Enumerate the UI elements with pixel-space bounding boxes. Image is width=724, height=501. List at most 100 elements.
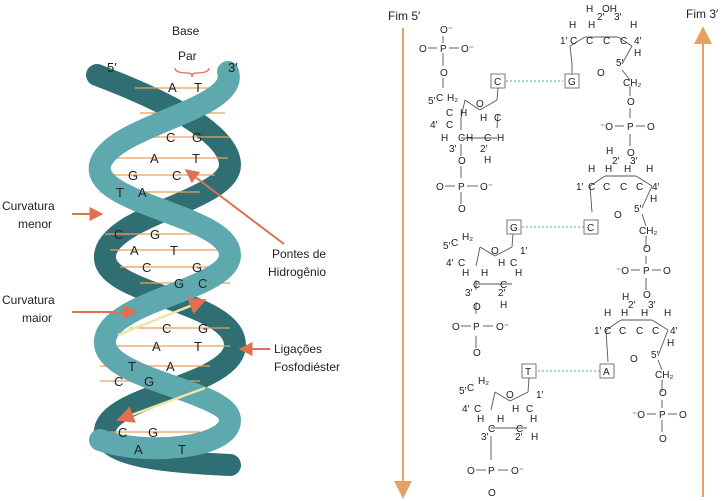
atom-o: O [436, 182, 444, 193]
pos-3: 3′ [648, 300, 656, 311]
atom-h: H [530, 414, 537, 425]
atom-o: O [488, 488, 496, 499]
atom-o: O [643, 290, 651, 301]
base-right: T [194, 80, 202, 95]
pos-2: 2′ [597, 12, 605, 23]
atom-o: O [614, 210, 622, 221]
pos-5: 5′ [651, 350, 659, 361]
base-right: G [198, 321, 208, 336]
base-left: T [116, 185, 124, 200]
pos-3: 3′ [449, 144, 457, 155]
atom-ch2: CH₂ [639, 226, 657, 237]
base-left: C [142, 260, 151, 275]
atom-c: C [586, 36, 593, 47]
pos-3: 3′ [630, 156, 638, 167]
pos-2: 2′ [498, 288, 506, 299]
helix-labels: Base Par 5′ 3′ Curvatura menor Curvatura… [2, 24, 340, 374]
atom-o: O [440, 68, 448, 79]
atom-o-minus-pre: ⁻O [600, 122, 613, 133]
base-right: T [192, 151, 200, 166]
base-right: G [192, 130, 202, 145]
atom-c: C [619, 326, 626, 337]
base-boxes: C G G C T A [490, 73, 615, 379]
atom-c: C [458, 133, 465, 144]
atom-o: O [476, 99, 484, 110]
atom-h: H [605, 164, 612, 175]
atom-ch2: CH₂ [655, 370, 673, 381]
atom-c: C [603, 182, 610, 193]
pos-1: 1′ [594, 326, 602, 337]
atom-ch2: CH₂ [623, 78, 641, 89]
atom-o-minus-pre: ⁻O [616, 266, 629, 277]
pos-5: 5′ [428, 96, 436, 107]
base-letter: A [603, 367, 610, 378]
base-left: A [152, 339, 161, 354]
hbond-links [506, 80, 600, 372]
direction-arrow-up [117, 297, 207, 337]
pos-4: 4′ [670, 326, 678, 337]
atom-o: O [627, 148, 635, 159]
atom-o: O [630, 354, 638, 365]
atom-h2: H₂ [447, 93, 458, 104]
pos-3: 3′ [614, 12, 622, 23]
atom-p: P [643, 266, 650, 277]
hbonds-label: Pontes de [272, 247, 326, 261]
atom-c: C [620, 182, 627, 193]
atom-h: H [641, 308, 648, 319]
atom-c: C [620, 36, 627, 47]
base-letter: T [525, 367, 531, 378]
atom-h: H [498, 258, 505, 269]
base-right: T [194, 339, 202, 354]
atom-o-minus-pre: ⁻O [632, 410, 645, 421]
atom-h: H [481, 268, 488, 279]
base-left: A [150, 151, 159, 166]
atom-o: O [458, 156, 466, 167]
pos-5: 5′ [616, 58, 624, 69]
atom-h2: H₂ [478, 376, 489, 387]
minor-groove-label: Curvatura [2, 199, 55, 213]
atom-h: H [667, 338, 674, 349]
direction-arrow-down [116, 386, 206, 423]
atom-c: C [458, 258, 465, 269]
atom-h: H [621, 308, 628, 319]
atom-o-minus: O⁻ [440, 25, 453, 36]
atom-h: H [512, 404, 519, 415]
atom-h: H [484, 155, 491, 166]
major-groove-label: Curvatura [2, 293, 55, 307]
atom-p: P [488, 466, 495, 477]
atom-h: H [477, 414, 484, 425]
atom-o: O [452, 322, 460, 333]
atom-o: O [627, 97, 635, 108]
base-left: G [174, 276, 184, 291]
atom-p: P [659, 410, 666, 421]
base-box [506, 219, 522, 235]
atom-c: C [516, 424, 523, 435]
atom-o-minus: O⁻ [496, 322, 509, 333]
atom-h: H [630, 20, 637, 31]
atom-o: O [491, 246, 499, 257]
atom-o-minus: O⁻ [461, 44, 474, 55]
base-letter: G [568, 77, 576, 88]
pair-label: Par [178, 49, 197, 63]
atom-h: H [460, 108, 467, 119]
end-5-label: 5′ [107, 60, 117, 75]
atom-c: C [473, 280, 480, 291]
atom-c: C [636, 326, 643, 337]
atom-h: H [466, 133, 473, 144]
base-left: C [114, 374, 123, 389]
base-right: C [172, 168, 181, 183]
base-left: T [128, 359, 136, 374]
atom-h: H [569, 20, 576, 31]
base-left: C [166, 130, 175, 145]
base-left: G [128, 168, 138, 183]
atom-o: O [473, 302, 481, 313]
pos-4: 4′ [462, 404, 470, 415]
atom-h: H [497, 133, 504, 144]
atom-h: H [622, 292, 629, 303]
base-right: G [150, 227, 160, 242]
hbonds-label-2: Hidrogênio [268, 265, 326, 279]
atom-h: H [606, 146, 613, 157]
pos-2: 2′ [515, 432, 523, 443]
atom-o: O [506, 390, 514, 401]
atom-o: O [659, 434, 667, 445]
